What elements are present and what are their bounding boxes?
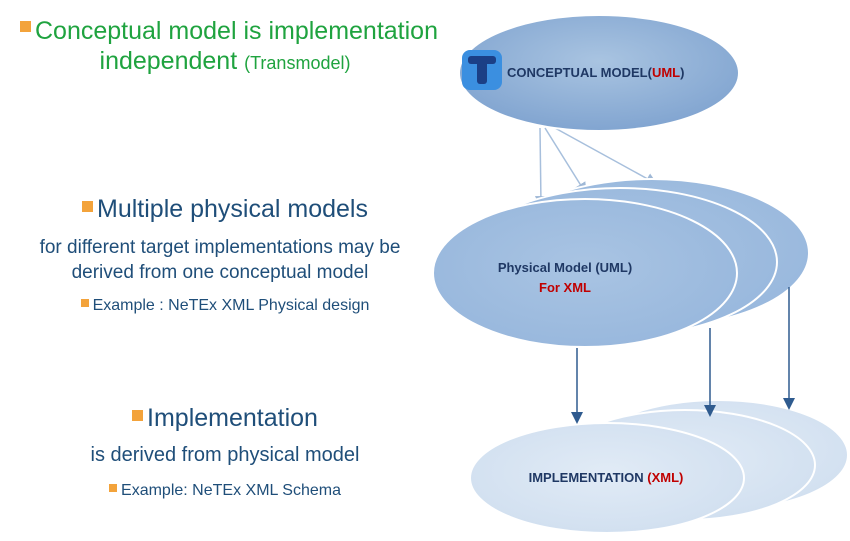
bullet-icon	[80, 298, 89, 307]
physical-model-label: Physical Model (UML)	[498, 260, 632, 275]
conceptual-statement: Conceptual model is implementation indep…	[20, 16, 438, 78]
implementation-description: is derived from physical model	[90, 444, 360, 466]
bullet-icon	[132, 409, 144, 421]
physical-model-ellipse-front	[432, 198, 738, 348]
conceptual-model-ellipse	[458, 14, 740, 132]
bullet-icon	[109, 483, 118, 492]
transmodel-logo-icon	[462, 50, 502, 90]
connector-line	[534, 127, 547, 208]
bullet-icon	[82, 200, 94, 212]
connector-line	[544, 127, 587, 195]
implementation-example: Example: NeTEx XML Schema	[10, 482, 440, 500]
implementation-ellipse-front	[469, 422, 745, 534]
connector-line	[554, 127, 658, 185]
multiple-models-example: Example : NeTEx XML Physical design	[10, 297, 440, 315]
implementation-heading: Implementation	[10, 404, 440, 433]
multiple-models-description: for different target implementations may…	[39, 237, 401, 283]
implementation-label: IMPLEMENTATION (XML)	[529, 470, 684, 485]
multiple-models-heading: Multiple physical models	[10, 195, 440, 224]
conceptual-model-label: CONCEPTUAL MODEL(UML)	[507, 65, 684, 80]
physical-model-sublabel: For XML	[539, 280, 591, 295]
bullet-icon	[20, 20, 31, 32]
